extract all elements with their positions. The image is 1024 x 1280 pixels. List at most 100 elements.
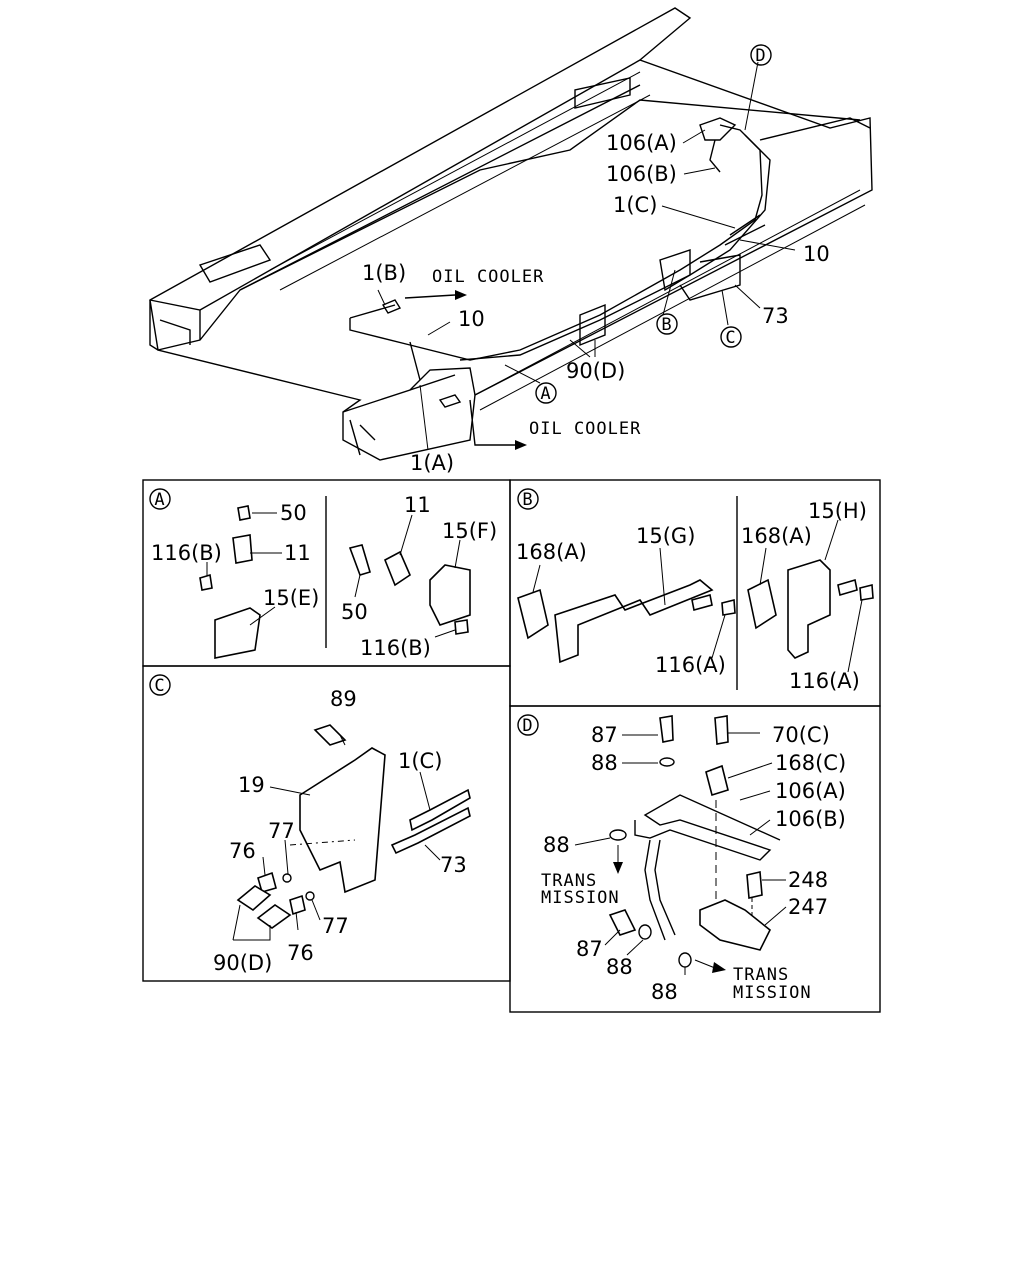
label-mission-2: MISSION	[733, 983, 812, 1003]
label-oil-cooler-top: OIL COOLER	[432, 267, 544, 287]
label-90d: 90(D)	[213, 951, 272, 975]
bolt-90d-2	[256, 904, 292, 929]
clamp-168c	[705, 764, 729, 797]
marker-b: B	[661, 315, 672, 335]
bolt-87-bottom	[608, 909, 637, 936]
nut-116a	[721, 598, 736, 616]
leader-a	[504, 364, 541, 384]
washer-88	[659, 757, 675, 767]
leader-90d	[569, 339, 596, 358]
nut-76-bottom	[289, 894, 306, 916]
detail-d: D 87 70(C) 88 168(C) 106(A)	[517, 714, 846, 1004]
label-11: 11	[284, 541, 311, 565]
label-88-bottom2: 88	[651, 980, 678, 1004]
label-247: 247	[788, 895, 828, 919]
leader-73	[734, 284, 761, 309]
label-106b: 106(B)	[606, 162, 677, 186]
washer-77	[282, 873, 292, 883]
leader	[269, 786, 311, 796]
bolt-90d-1	[236, 885, 272, 912]
center-line	[289, 839, 356, 846]
leader	[284, 839, 289, 875]
label-116b-bottom: 116(B)	[360, 636, 431, 660]
leader	[759, 547, 767, 586]
marker-circle-c	[720, 326, 742, 348]
label-116b: 116(B)	[151, 541, 222, 565]
pipe-ends	[381, 299, 462, 408]
crossmember	[239, 99, 861, 291]
label-73: 73	[762, 304, 789, 328]
label-oil-cooler-bottom: OIL COOLER	[529, 419, 641, 439]
marker-c: C	[725, 328, 736, 348]
washer-88-bottom2	[678, 952, 692, 968]
bracket-90d	[579, 303, 606, 347]
leader	[749, 819, 771, 836]
washer-88-left	[609, 829, 627, 841]
leader	[339, 734, 346, 746]
bracket-15e	[214, 607, 261, 659]
rail-detail-lines	[269, 71, 651, 291]
detail-c-marker: C	[154, 676, 165, 696]
washer-88-bottom	[638, 924, 652, 940]
label-10-right: 10	[803, 242, 830, 266]
marker-circle-b	[517, 488, 539, 510]
marker-circle-c	[149, 674, 171, 696]
clip-11	[232, 534, 253, 564]
leader	[727, 762, 773, 779]
arrow-head	[613, 862, 623, 874]
leader	[739, 790, 771, 801]
bracket-15f	[429, 564, 471, 626]
marker-circle-d	[750, 44, 772, 66]
label-76: 76	[229, 839, 256, 863]
nut-116b	[199, 573, 213, 591]
leader	[574, 837, 611, 846]
leader	[262, 856, 266, 876]
arrow-oil-cooler-top	[404, 294, 456, 299]
pipe-fitting-d	[699, 117, 737, 141]
label-106b: 106(B)	[775, 807, 846, 831]
bracket-15h	[787, 559, 831, 659]
right-rail-end	[342, 367, 476, 413]
leader-1a	[419, 384, 429, 451]
label-70c: 70(C)	[772, 723, 830, 747]
leader	[604, 929, 621, 946]
arrow-head-2	[515, 440, 527, 450]
label-88-bottom: 88	[606, 955, 633, 979]
label-11-right: 11	[404, 493, 431, 517]
label-19: 19	[238, 773, 265, 797]
label-76-bottom: 76	[287, 941, 314, 965]
bolt-50	[237, 505, 251, 521]
leader	[419, 771, 431, 811]
leader-b	[662, 269, 676, 316]
label-50-right: 50	[341, 600, 368, 624]
leader-d	[744, 61, 759, 131]
marker-a: A	[540, 384, 551, 404]
detail-a-marker: A	[154, 490, 165, 510]
detail-b-marker: B	[522, 490, 533, 510]
label-77: 77	[268, 819, 295, 843]
leader-c	[721, 289, 729, 326]
label-mission: MISSION	[541, 888, 620, 908]
hose-73	[390, 806, 471, 855]
chassis-frame-outline	[149, 7, 873, 461]
crossmember-left	[198, 244, 272, 283]
detail-d-marker: D	[522, 716, 533, 736]
label-88-left: 88	[543, 833, 570, 857]
label-1a: 1(A)	[410, 451, 454, 475]
marker-d: D	[755, 46, 766, 66]
label-90d: 90(D)	[566, 359, 625, 383]
hose-10	[724, 214, 766, 246]
leader	[295, 911, 299, 931]
label-50: 50	[280, 501, 307, 525]
detail-a: A 50 116(B) 11 15(E) 11 15(F) 50 116(B)	[149, 488, 497, 660]
leader	[424, 844, 441, 861]
leader	[626, 939, 644, 956]
detail-box-d	[509, 705, 881, 1013]
arrow-head-2	[712, 962, 726, 973]
leader	[847, 599, 863, 673]
leader	[764, 906, 787, 926]
rail-end-profile	[159, 319, 191, 345]
marker-circle-a	[535, 382, 557, 404]
bracket-15g	[554, 579, 714, 664]
